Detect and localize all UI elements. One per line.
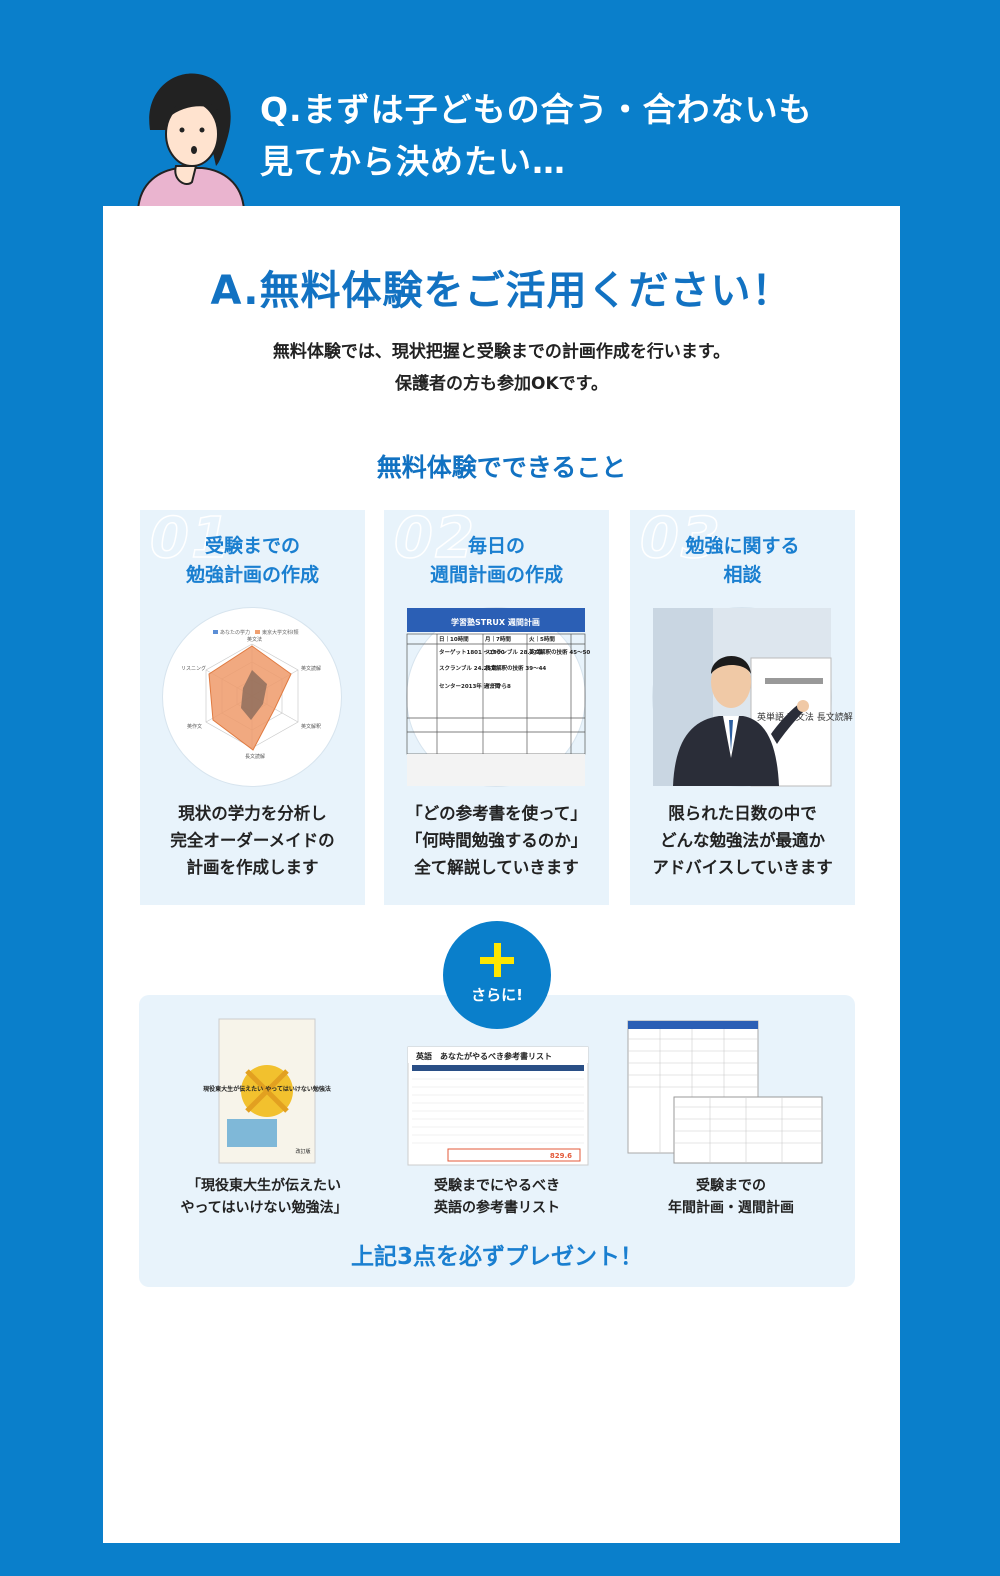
radar-axis-6: リスニング [181, 665, 206, 672]
card-title-line-1: 受験までの [204, 535, 300, 557]
radar-axis-1: 英文法 [247, 636, 262, 643]
booklist-total: 829.6 [550, 1152, 572, 1160]
plans-image [627, 1020, 823, 1164]
bonus-caption-line-2: やってはいけない勉強法」 [180, 1200, 348, 1216]
sheet-cell: センター2013年 過去問 [439, 682, 501, 690]
card-description: 「どの参考書を使って」 「何時間勉強するのか」 全て解説していきます [384, 800, 609, 881]
card-number: 02 [393, 505, 476, 572]
card-desc-line-3: 計画を作成します [186, 858, 319, 877]
card-desc-line-1: 現状の学力を分析し [178, 804, 327, 823]
book-title: 現役東大生が伝えたい やってはいけない勉強法 [203, 1085, 331, 1093]
card-description: 限られた日数の中で どんな勉強法が最適か アドバイスしていきます [630, 800, 855, 881]
card-title-line-2: 勉強計画の作成 [185, 564, 319, 586]
sheet-cell: スクランブル 24.25章 [439, 664, 497, 672]
bonus-box: 現役東大生が伝えたい やってはいけない勉強法 改訂版 「現役東大生が伝えたい や… [139, 995, 855, 1287]
bonus-caption-line-2: 英語の参考書リスト [434, 1200, 560, 1216]
card-title-line-1: 毎日の [467, 535, 525, 557]
card-title: 毎日の 週間計画の作成 [384, 532, 609, 590]
card-number: 03 [639, 505, 722, 572]
sheet-col-3: 火｜5時間 [529, 635, 555, 643]
book-edition: 改訂版 [295, 1148, 310, 1155]
card-title-line-1: 勉強に関する [685, 535, 800, 557]
radar-axis-2: 英文読解 [301, 665, 321, 672]
sheet-cell: スクランブル 28.27章 [485, 648, 543, 656]
cando-card-consult: 03 勉強に関する 相談 英単語 英文法 長文読解 限られた日数の中で [630, 505, 855, 905]
sheet-header: 学習塾STRUX 週間計画 [451, 617, 540, 627]
answer-lead-line-2: 保護者の方も参加OKです。 [395, 374, 608, 394]
bonus-caption-line-1: 受験までにやるべき [434, 1178, 560, 1194]
booklist-image: 英語 あなたがやるべき参考書リスト 829.6 [407, 1046, 589, 1166]
bonus-caption-line-1: 「現役東大生が伝えたい [187, 1178, 341, 1194]
card-description: 現状の学力を分析し 完全オーダーメイドの 計画を作成します [140, 800, 365, 881]
answer-lead-line-1: 無料体験では、現状把握と受験までの計画作成を行います。 [272, 342, 731, 362]
card-desc-line-3: アドバイスしていきます [652, 858, 833, 877]
card-desc-line-2: 「何時間勉強するのか」 [405, 831, 588, 850]
weekly-plan-image: 学習塾STRUX 週間計画 日｜10時間 月｜7時間 火｜5時間 ターゲット18… [406, 608, 590, 786]
card-desc-line-2: 完全オーダーメイドの [170, 831, 335, 850]
plus-badge: さらに! [443, 921, 551, 1029]
card-desc-line-1: 限られた日数の中で [668, 804, 817, 823]
card-title-line-2: 相談 [723, 564, 762, 586]
radar-legend-1: あなたの学力 [220, 629, 250, 636]
radar-legend-2: 東京大学文科Ⅰ類 [262, 629, 298, 636]
question-line-1: Q.まずは子どもの合う・合わないも [260, 90, 813, 129]
sheet-cell: ターゲット1801 〜1900 [439, 648, 505, 656]
question-heading: Q.まずは子どもの合う・合わないも 見てから決めたい… [260, 84, 860, 188]
consultation-photo: 英単語 英文法 長文読解 [653, 608, 853, 787]
card-number: 01 [149, 505, 232, 572]
question-line-2: 見てから決めたい… [260, 142, 566, 181]
whiteboard-text: 英単語 英文法 長文読解 [757, 711, 853, 723]
cando-title: 無料体験でできること [376, 453, 627, 482]
sheet-col-2: 月｜7時間 [484, 635, 511, 643]
bonus-caption: 受験までの 年間計画・週間計画 [626, 1175, 836, 1219]
sheet-cell: 英文解釈の技術 45〜50 [529, 648, 590, 656]
sheet-cell: 長文解釈の技術 39〜44 [485, 664, 546, 672]
cando-card-weekly: 02 毎日の 週間計画の作成 学習塾STRUX 週間計画 [384, 505, 609, 905]
radar-axis-5: 英作文 [187, 723, 202, 730]
answer-lead: 無料体験では、現状把握と受験までの計画作成を行います。 保護者の方も参加OKです… [103, 336, 900, 400]
card-title-line-2: 週間計画の作成 [429, 564, 563, 586]
thinking-woman-illustration [136, 73, 246, 211]
plus-icon [480, 943, 514, 977]
sheet-cell: イチから8 [485, 683, 511, 690]
card-desc-line-1: 「どの参考書を使って」 [406, 804, 587, 823]
bonus-caption: 受験までにやるべき 英語の参考書リスト [392, 1175, 602, 1219]
booklist-title: 英語 あなたがやるべき参考書リスト [415, 1051, 552, 1061]
sheet-col-1: 日｜10時間 [439, 635, 469, 643]
answer-title: A.無料体験をご活用ください！ [210, 268, 793, 314]
bonus-caption-line-1: 受験までの [696, 1178, 766, 1194]
answer-panel: A.無料体験をご活用ください！ 無料体験では、現状把握と受験までの計画作成を行い… [103, 206, 900, 1543]
radar-axis-4: 長文読解 [245, 753, 265, 760]
card-title: 受験までの 勉強計画の作成 [140, 532, 365, 590]
book-cover-image: 現役東大生が伝えたい やってはいけない勉強法 改訂版 [203, 1018, 331, 1164]
radar-axis-3: 英文解釈 [301, 723, 321, 730]
radar-chart-image: あなたの学力 東京大学文科Ⅰ類 英文法 英文読解 英文解釈 [163, 608, 341, 786]
bonus-caption-line-2: 年間計画・週間計画 [668, 1200, 794, 1216]
card-title: 勉強に関する 相談 [630, 532, 855, 590]
cando-card-plan: 01 受験までの 勉強計画の作成 あなたの学力 東京大学文科Ⅰ類 [140, 505, 365, 905]
card-desc-line-3: 全て解説していきます [414, 858, 579, 877]
bonus-caption: 「現役東大生が伝えたい やってはいけない勉強法」 [159, 1175, 369, 1219]
card-desc-line-2: どんな勉強法が最適か [660, 831, 825, 850]
plus-label: さらに! [471, 986, 523, 1004]
present-note: 上記3点を必ずプレゼント！ [350, 1244, 643, 1270]
